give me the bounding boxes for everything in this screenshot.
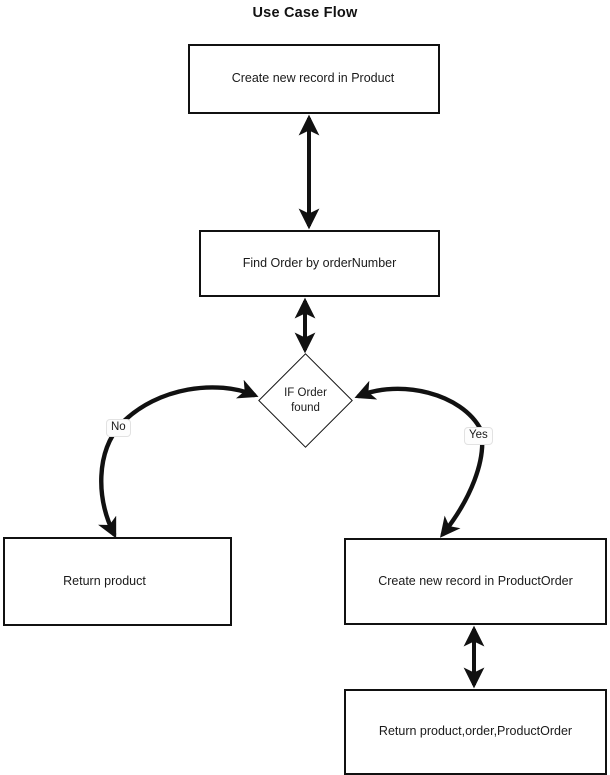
edge-label-yes: Yes [464, 427, 493, 446]
node-find-order-by-ordernumber[interactable]: Find Order by orderNumber [199, 230, 440, 297]
node-return-product[interactable]: Return product [3, 537, 232, 626]
node-label: Return product,order,ProductOrder [378, 724, 573, 739]
page-title: Use Case Flow [252, 5, 358, 21]
edge-decision-no-branch [98, 379, 259, 539]
node-return-product-order-productorder[interactable]: Return product,order,ProductOrder [344, 689, 607, 775]
node-label: Return product [63, 573, 146, 588]
node-label: Create new record in Product [231, 71, 395, 86]
node-label: IF Order found [284, 386, 327, 414]
node-decision-if-order-found[interactable]: IF Order found [258, 353, 353, 448]
node-label: Create new record in ProductOrder [378, 573, 573, 588]
node-label: Find Order by orderNumber [242, 255, 397, 270]
node-create-new-record-in-product[interactable]: Create new record in Product [188, 44, 440, 114]
edge-decision-yes-branch [354, 380, 485, 538]
node-create-new-record-in-productorder[interactable]: Create new record in ProductOrder [344, 538, 607, 625]
edge-label-no: No [106, 419, 131, 438]
